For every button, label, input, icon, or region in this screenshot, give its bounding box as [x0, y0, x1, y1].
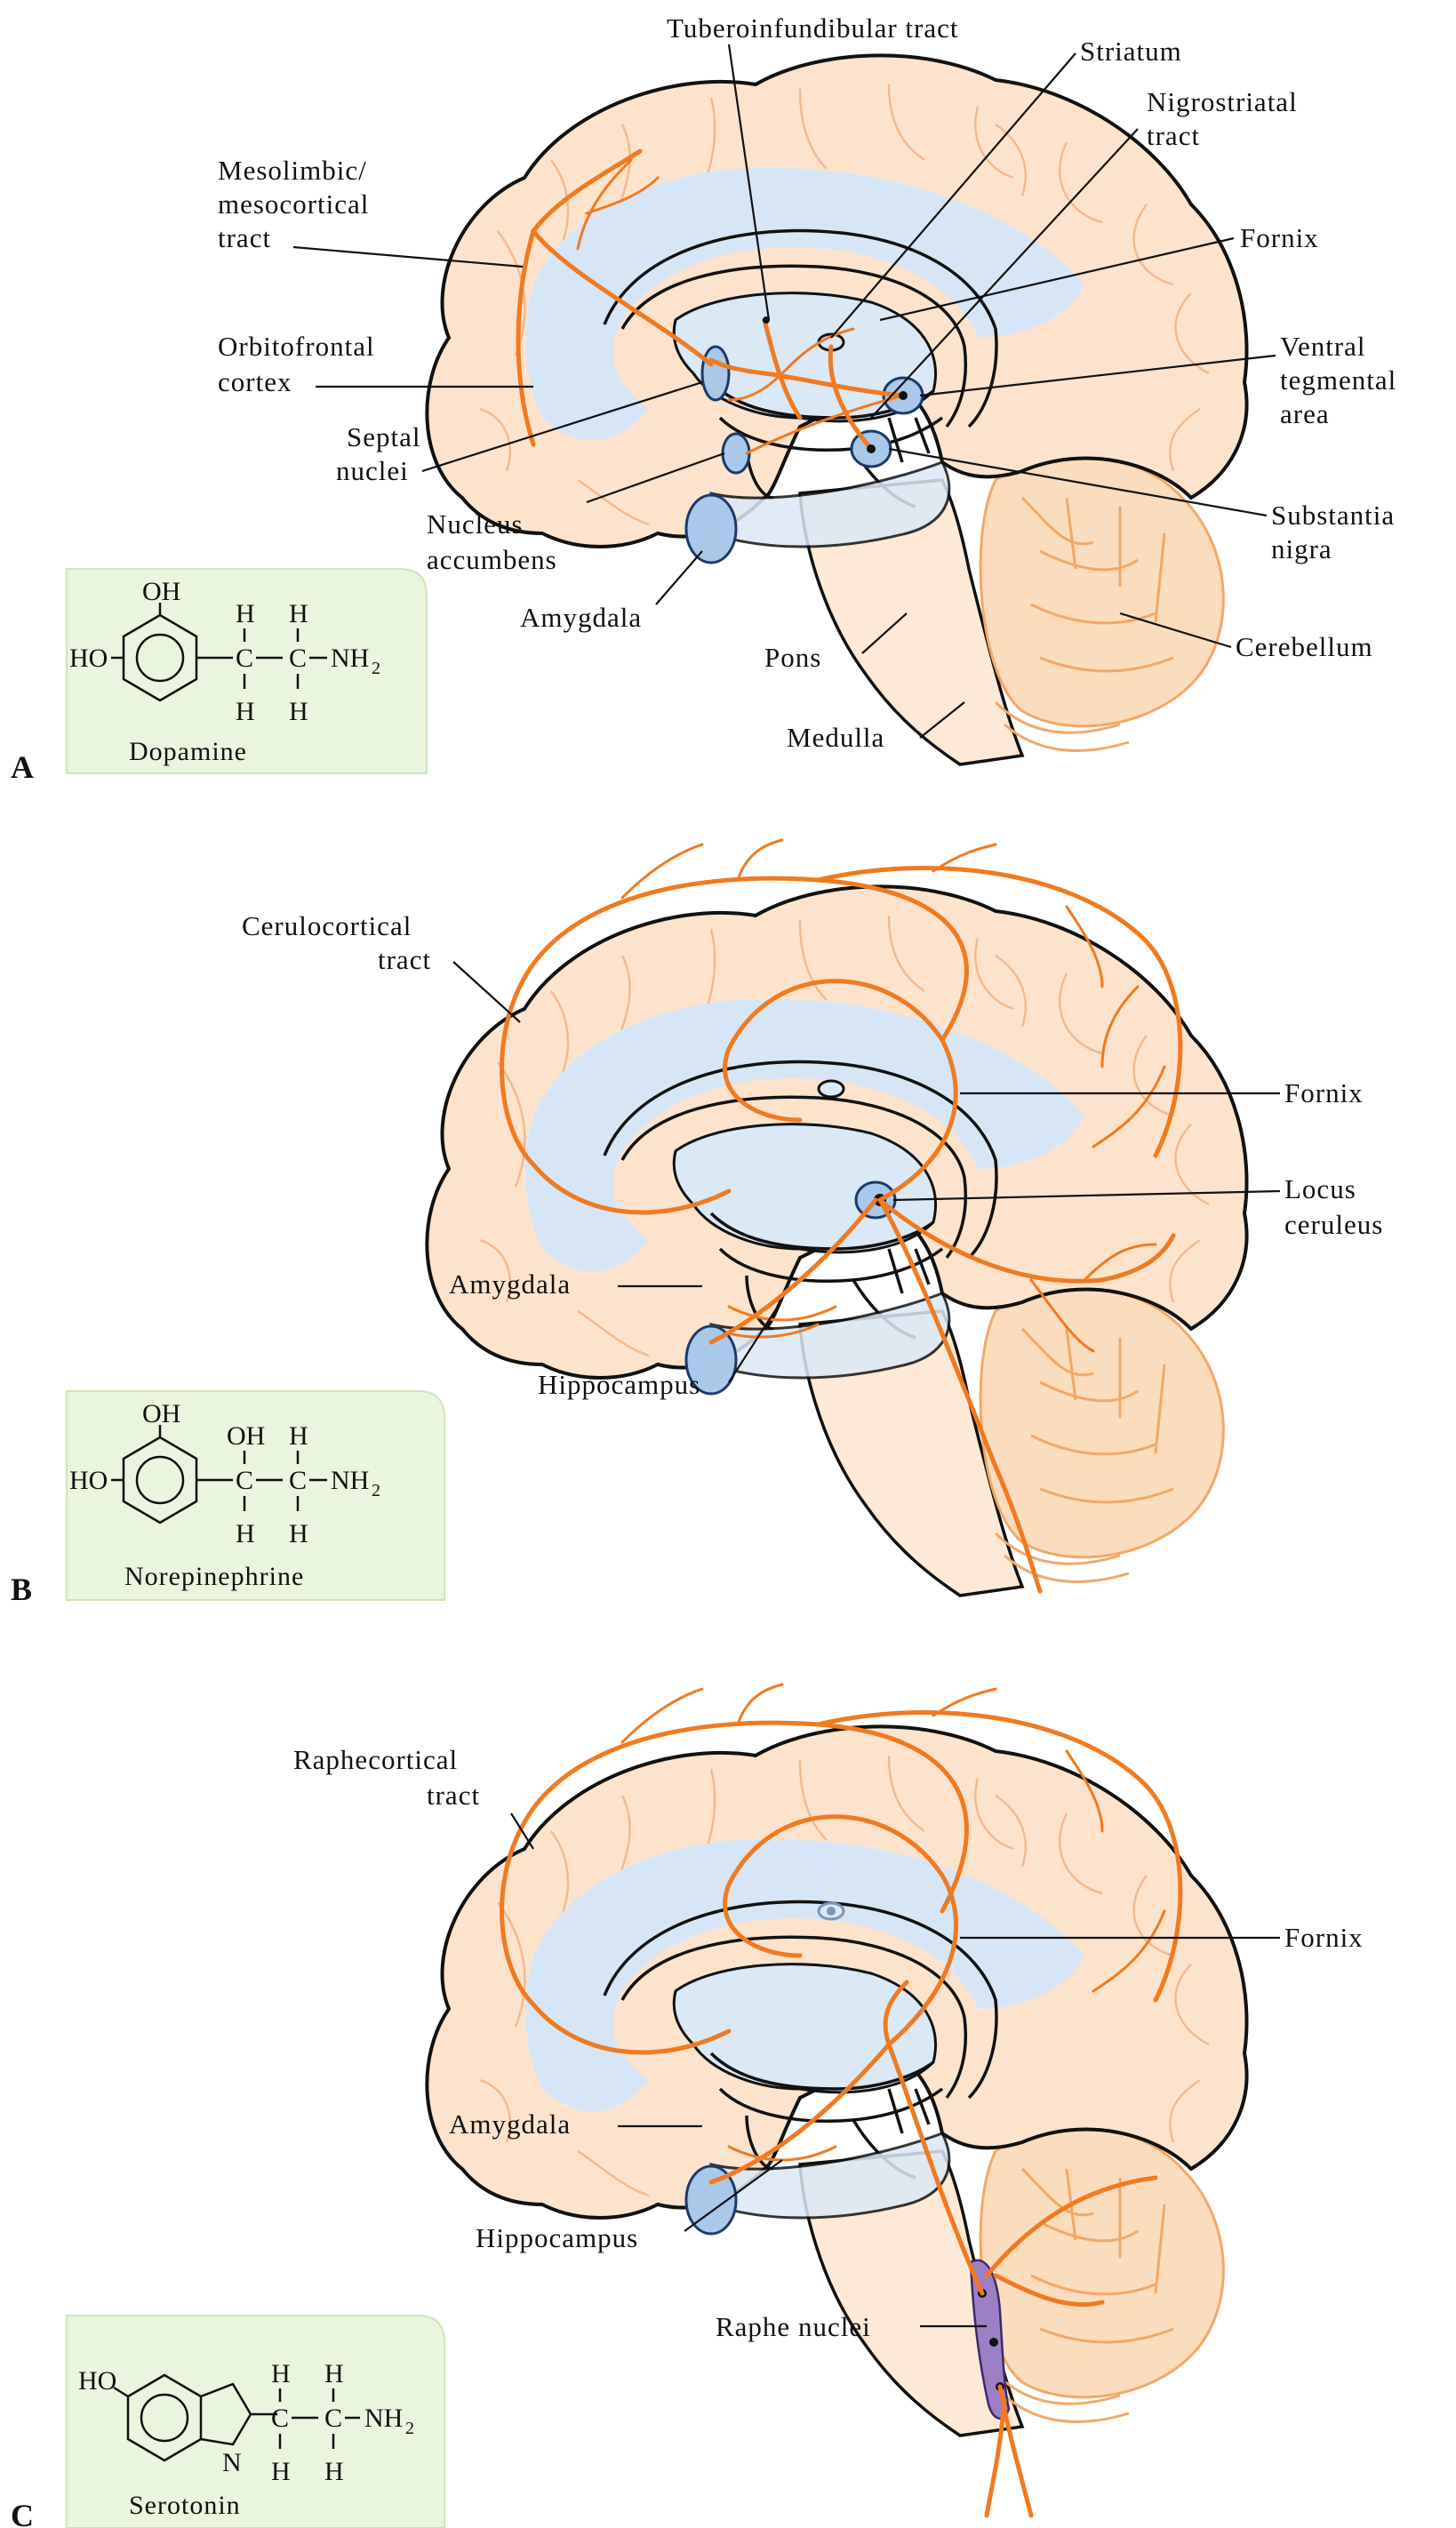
svg-text:C: C [289, 1466, 307, 1495]
svg-text:H: H [271, 2359, 291, 2388]
label-fornix-c: Fornix [1284, 1922, 1364, 1953]
svg-text:C: C [236, 1466, 253, 1495]
label-fornix-a: Fornix [1240, 222, 1319, 253]
label-cerulocortical-line2: tract [378, 944, 431, 975]
svg-text:OH: OH [227, 1421, 265, 1451]
panel-b: Cerulocortical tract Fornix Locus cerule… [11, 840, 1383, 1607]
svg-text:H: H [236, 1519, 255, 1548]
svg-text:C: C [271, 2404, 289, 2433]
svg-text:C: C [236, 644, 253, 673]
label-substantia-line2: nigra [1271, 533, 1332, 564]
label-nigrostriatal-line1: Nigrostriatal [1147, 86, 1298, 117]
svg-text:C: C [289, 644, 307, 673]
dopamine-name: Dopamine [129, 737, 247, 766]
norepinephrine-structure-box: OH HO C C OH H H H NH 2 Norepinephrine [67, 1391, 444, 1600]
label-hippocampus-b: Hippocampus [538, 1369, 700, 1400]
svg-text:H: H [289, 1421, 308, 1451]
svg-text:H: H [236, 697, 255, 726]
label-ventral-line2: tegmental [1280, 364, 1396, 396]
brain-illustration-b [427, 886, 1246, 1596]
label-medulla: Medulla [787, 722, 884, 753]
panel-a: Tuberoinfundibular tract Striatum Nigros… [11, 12, 1396, 785]
panel-letter-a: A [11, 749, 34, 785]
label-hippocampus-c: Hippocampus [476, 2222, 638, 2253]
label-substantia-line1: Substantia [1271, 500, 1395, 531]
label-amygdala-b: Amygdala [449, 1268, 571, 1300]
label-raphecortical-line1: Raphecortical [293, 1744, 458, 1775]
amygdala-a [686, 495, 736, 563]
serotonin-structure-box: HO N C C H H H H NH 2 Serotonin [67, 2316, 444, 2528]
svg-text:NH: NH [364, 2404, 403, 2433]
label-nucleus-line1: Nucleus [427, 508, 524, 540]
svg-text:NH: NH [331, 1466, 369, 1495]
label-mesolimbic-line1: Mesolimbic/ [218, 155, 367, 186]
panel-letter-b: B [11, 1572, 32, 1607]
label-mesolimbic-line3: tract [218, 222, 271, 253]
panel-c: Raphecortical tract Fornix Amygdala Hipp… [11, 1684, 1364, 2528]
panel-letter-c: C [11, 2498, 34, 2528]
svg-text:NH: NH [331, 644, 369, 673]
svg-text:HO: HO [69, 644, 108, 673]
label-septal-line1: Septal [347, 421, 421, 452]
svg-text:OH: OH [142, 1399, 180, 1428]
svg-text:H: H [289, 599, 308, 628]
label-amygdala-c: Amygdala [449, 2108, 571, 2140]
label-nigrostriatal-line2: tract [1147, 120, 1200, 151]
svg-text:2: 2 [372, 1481, 380, 1500]
label-cerebellum: Cerebellum [1236, 631, 1373, 662]
label-ventral-line3: area [1280, 398, 1330, 429]
label-tuberoinfundibular-tract: Tuberoinfundibular tract [667, 12, 959, 44]
svg-text:H: H [324, 2457, 344, 2486]
label-cerulocortical-line1: Cerulocortical [242, 910, 412, 941]
svg-text:H: H [289, 1519, 308, 1548]
svg-text:H: H [324, 2359, 344, 2388]
label-mesolimbic-line2: mesocortical [218, 188, 369, 220]
svg-text:C: C [324, 2404, 342, 2433]
label-orbitofrontal-line2: cortex [218, 366, 292, 397]
label-septal-line2: nuclei [336, 455, 409, 486]
label-locus-line1: Locus [1284, 1173, 1356, 1204]
label-nucleus-line2: accumbens [427, 544, 557, 575]
svg-text:2: 2 [372, 659, 380, 678]
label-locus-line2: ceruleus [1284, 1209, 1383, 1240]
label-orbitofrontal-line1: Orbitofrontal [218, 331, 375, 362]
norepinephrine-name: Norepinephrine [124, 1562, 304, 1591]
label-raphecortical-line2: tract [427, 1780, 480, 1811]
label-raphe-nuclei: Raphe nuclei [716, 2311, 871, 2342]
septal-nuclei-a [702, 347, 729, 400]
svg-text:2: 2 [405, 2419, 414, 2438]
label-striatum: Striatum [1080, 36, 1182, 67]
svg-text:OH: OH [142, 577, 180, 606]
svg-text:HO: HO [78, 2366, 116, 2396]
svg-text:N: N [222, 2448, 242, 2477]
dopamine-structure-box: OH HO C C H H H H NH 2 Dopamine [67, 569, 427, 773]
svg-text:H: H [289, 697, 308, 726]
svg-text:HO: HO [69, 1466, 108, 1495]
serotonin-name: Serotonin [129, 2491, 241, 2520]
label-fornix-b: Fornix [1284, 1077, 1364, 1108]
label-amygdala-a: Amygdala [520, 602, 642, 633]
svg-text:H: H [271, 2457, 291, 2486]
label-pons: Pons [764, 642, 821, 673]
label-ventral-line1: Ventral [1280, 331, 1366, 362]
brain-illustration-a [427, 55, 1246, 764]
svg-text:H: H [236, 599, 255, 628]
